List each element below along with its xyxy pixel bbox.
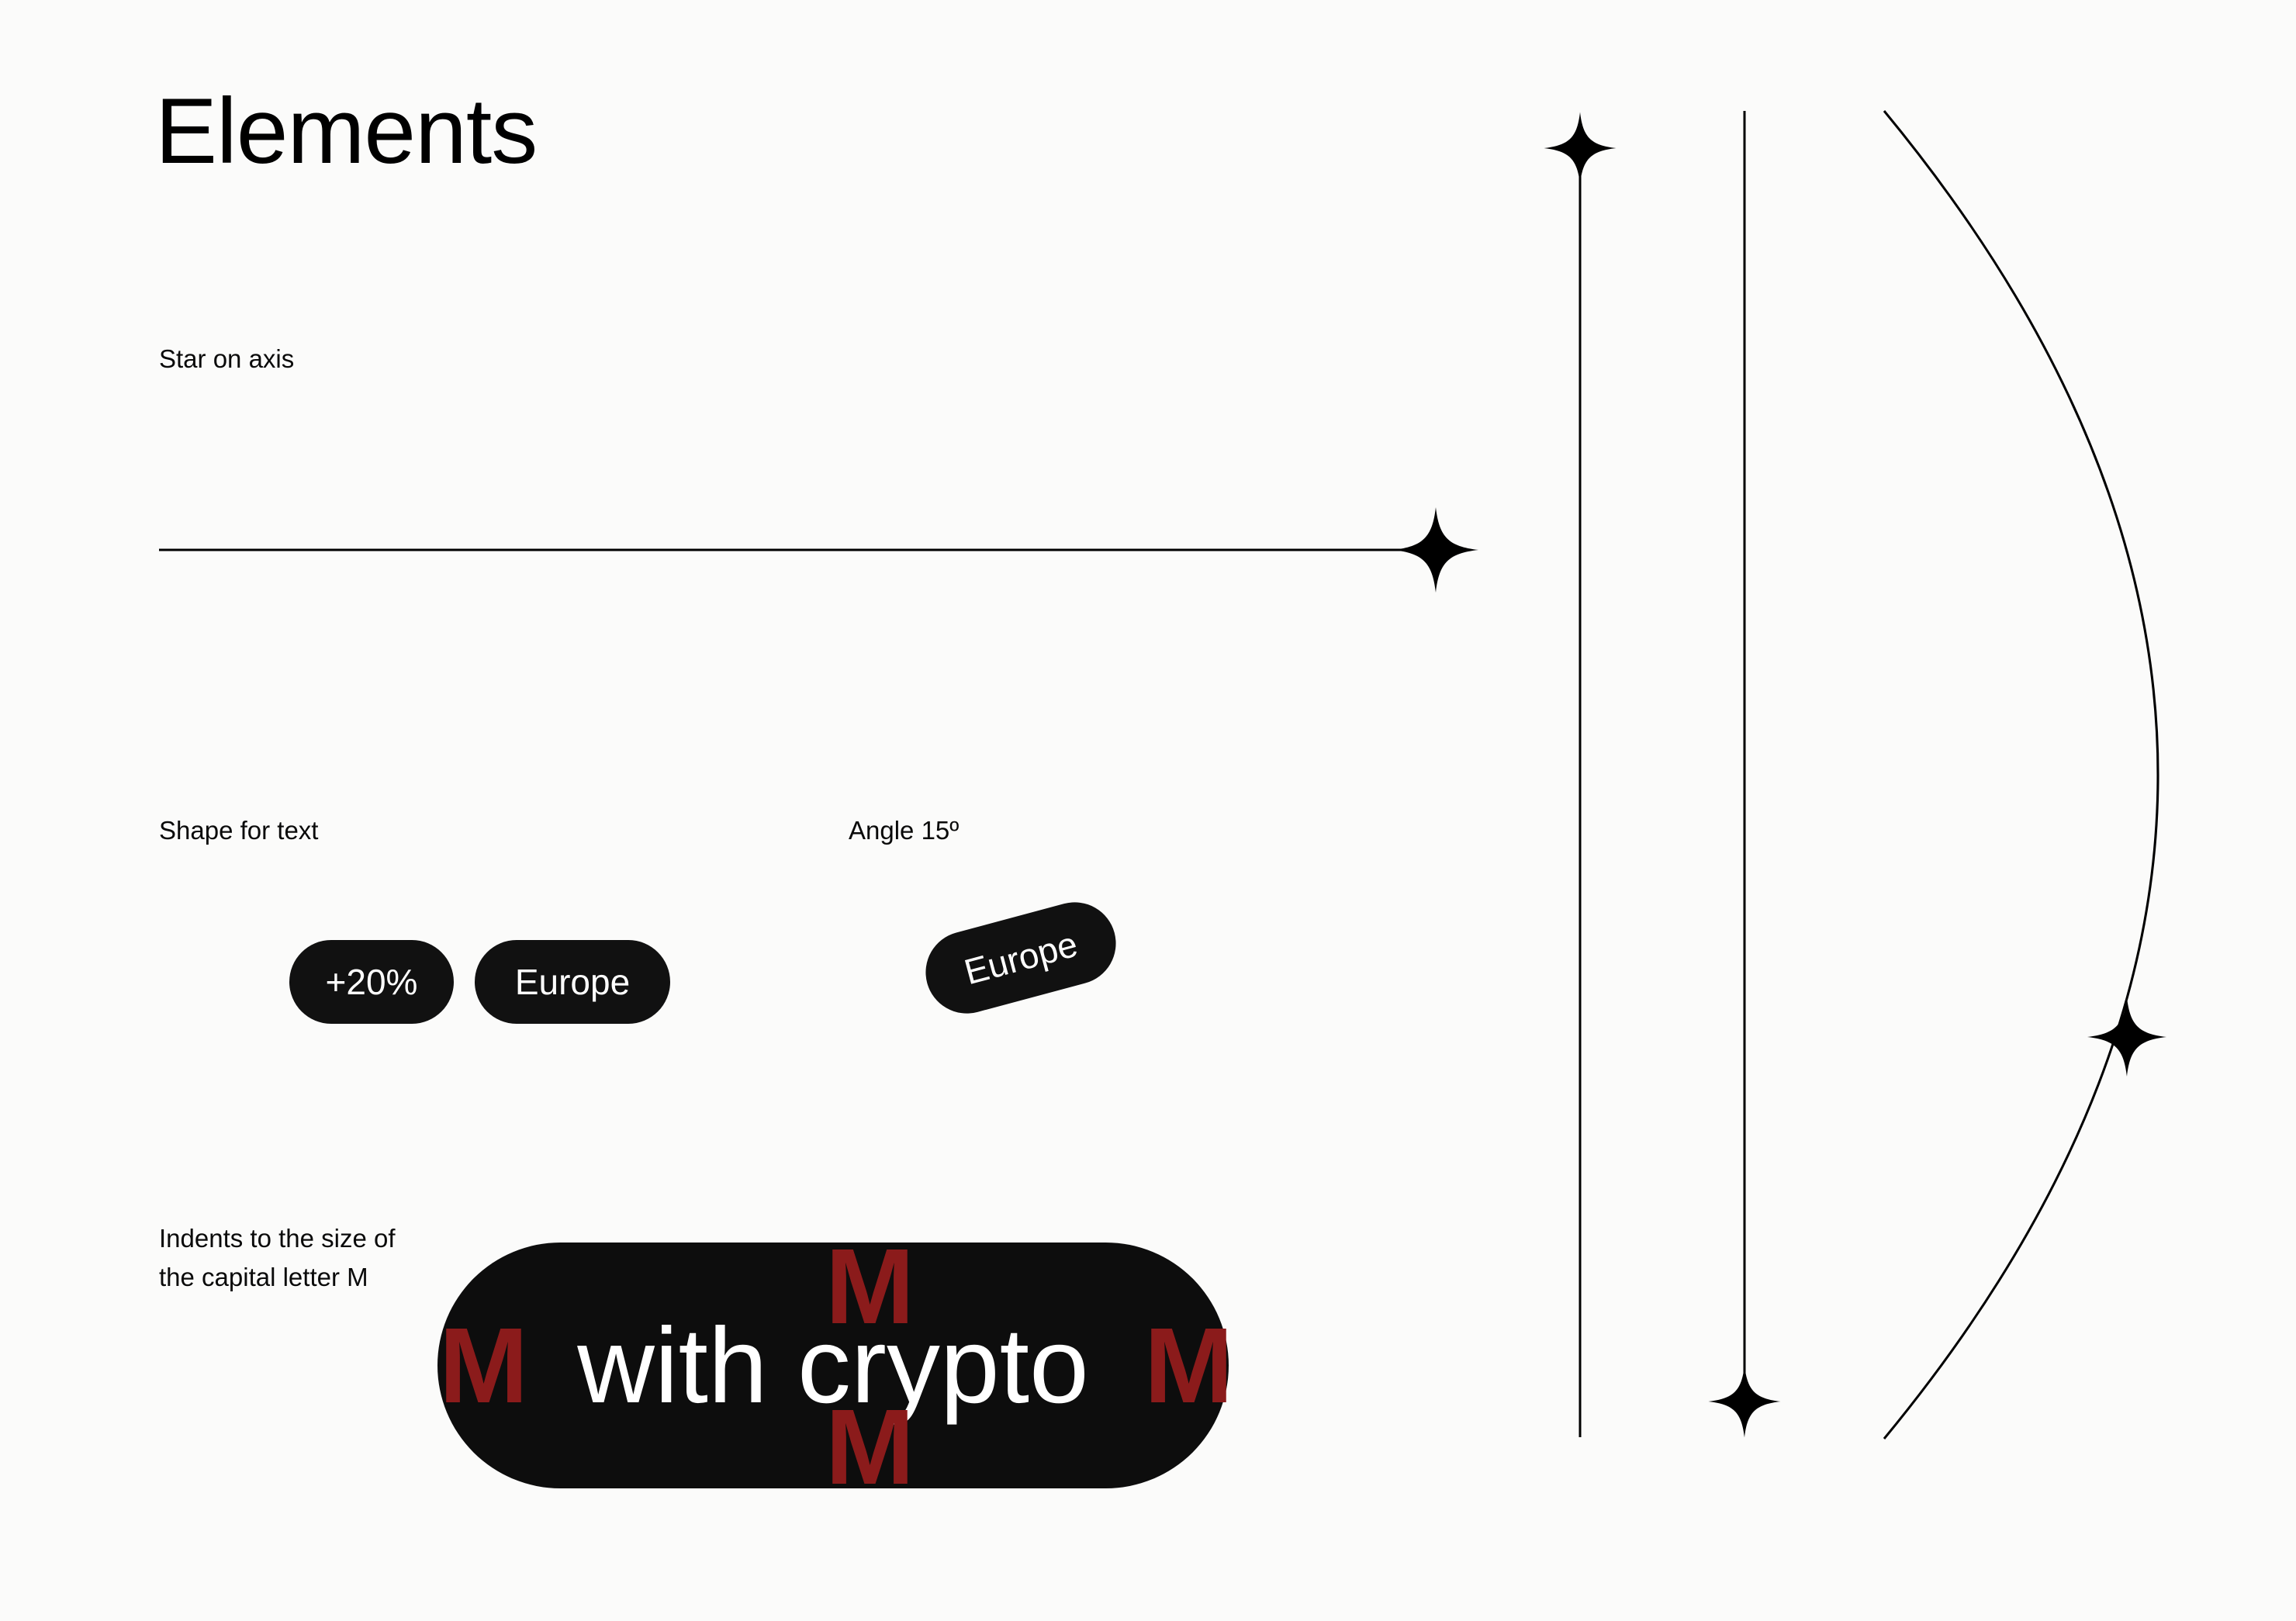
indent-letter-left: M xyxy=(439,1305,528,1426)
arc-curve xyxy=(1883,110,2159,1440)
vertical-line-top-star-icon xyxy=(1544,112,1617,185)
pill-europe-rotated: Europe xyxy=(916,893,1126,1023)
big-pill-text: with crypto xyxy=(577,1305,1089,1426)
indent-letter-top: M xyxy=(825,1227,915,1346)
indent-letter-bottom: M xyxy=(825,1388,915,1507)
vertical-line-bottom-star-icon xyxy=(1708,1365,1781,1438)
axis-end-star-icon xyxy=(1393,507,1478,593)
label-shape-for-text: Shape for text xyxy=(159,816,319,845)
page-title: Elements xyxy=(155,79,538,183)
label-star-on-axis: Star on axis xyxy=(159,344,295,373)
label-indents-capital-m: Indents to the size of the capital lette… xyxy=(159,1224,396,1291)
pill-percent: +20% xyxy=(289,940,454,1024)
big-pill-with-crypto: M M with crypto M M xyxy=(437,1233,1233,1501)
indent-letter-right: M xyxy=(1144,1305,1233,1426)
label-angle-15: Angle 15º xyxy=(849,816,960,845)
arc-star-icon xyxy=(2087,997,2166,1077)
pill-europe: Europe xyxy=(475,940,670,1024)
